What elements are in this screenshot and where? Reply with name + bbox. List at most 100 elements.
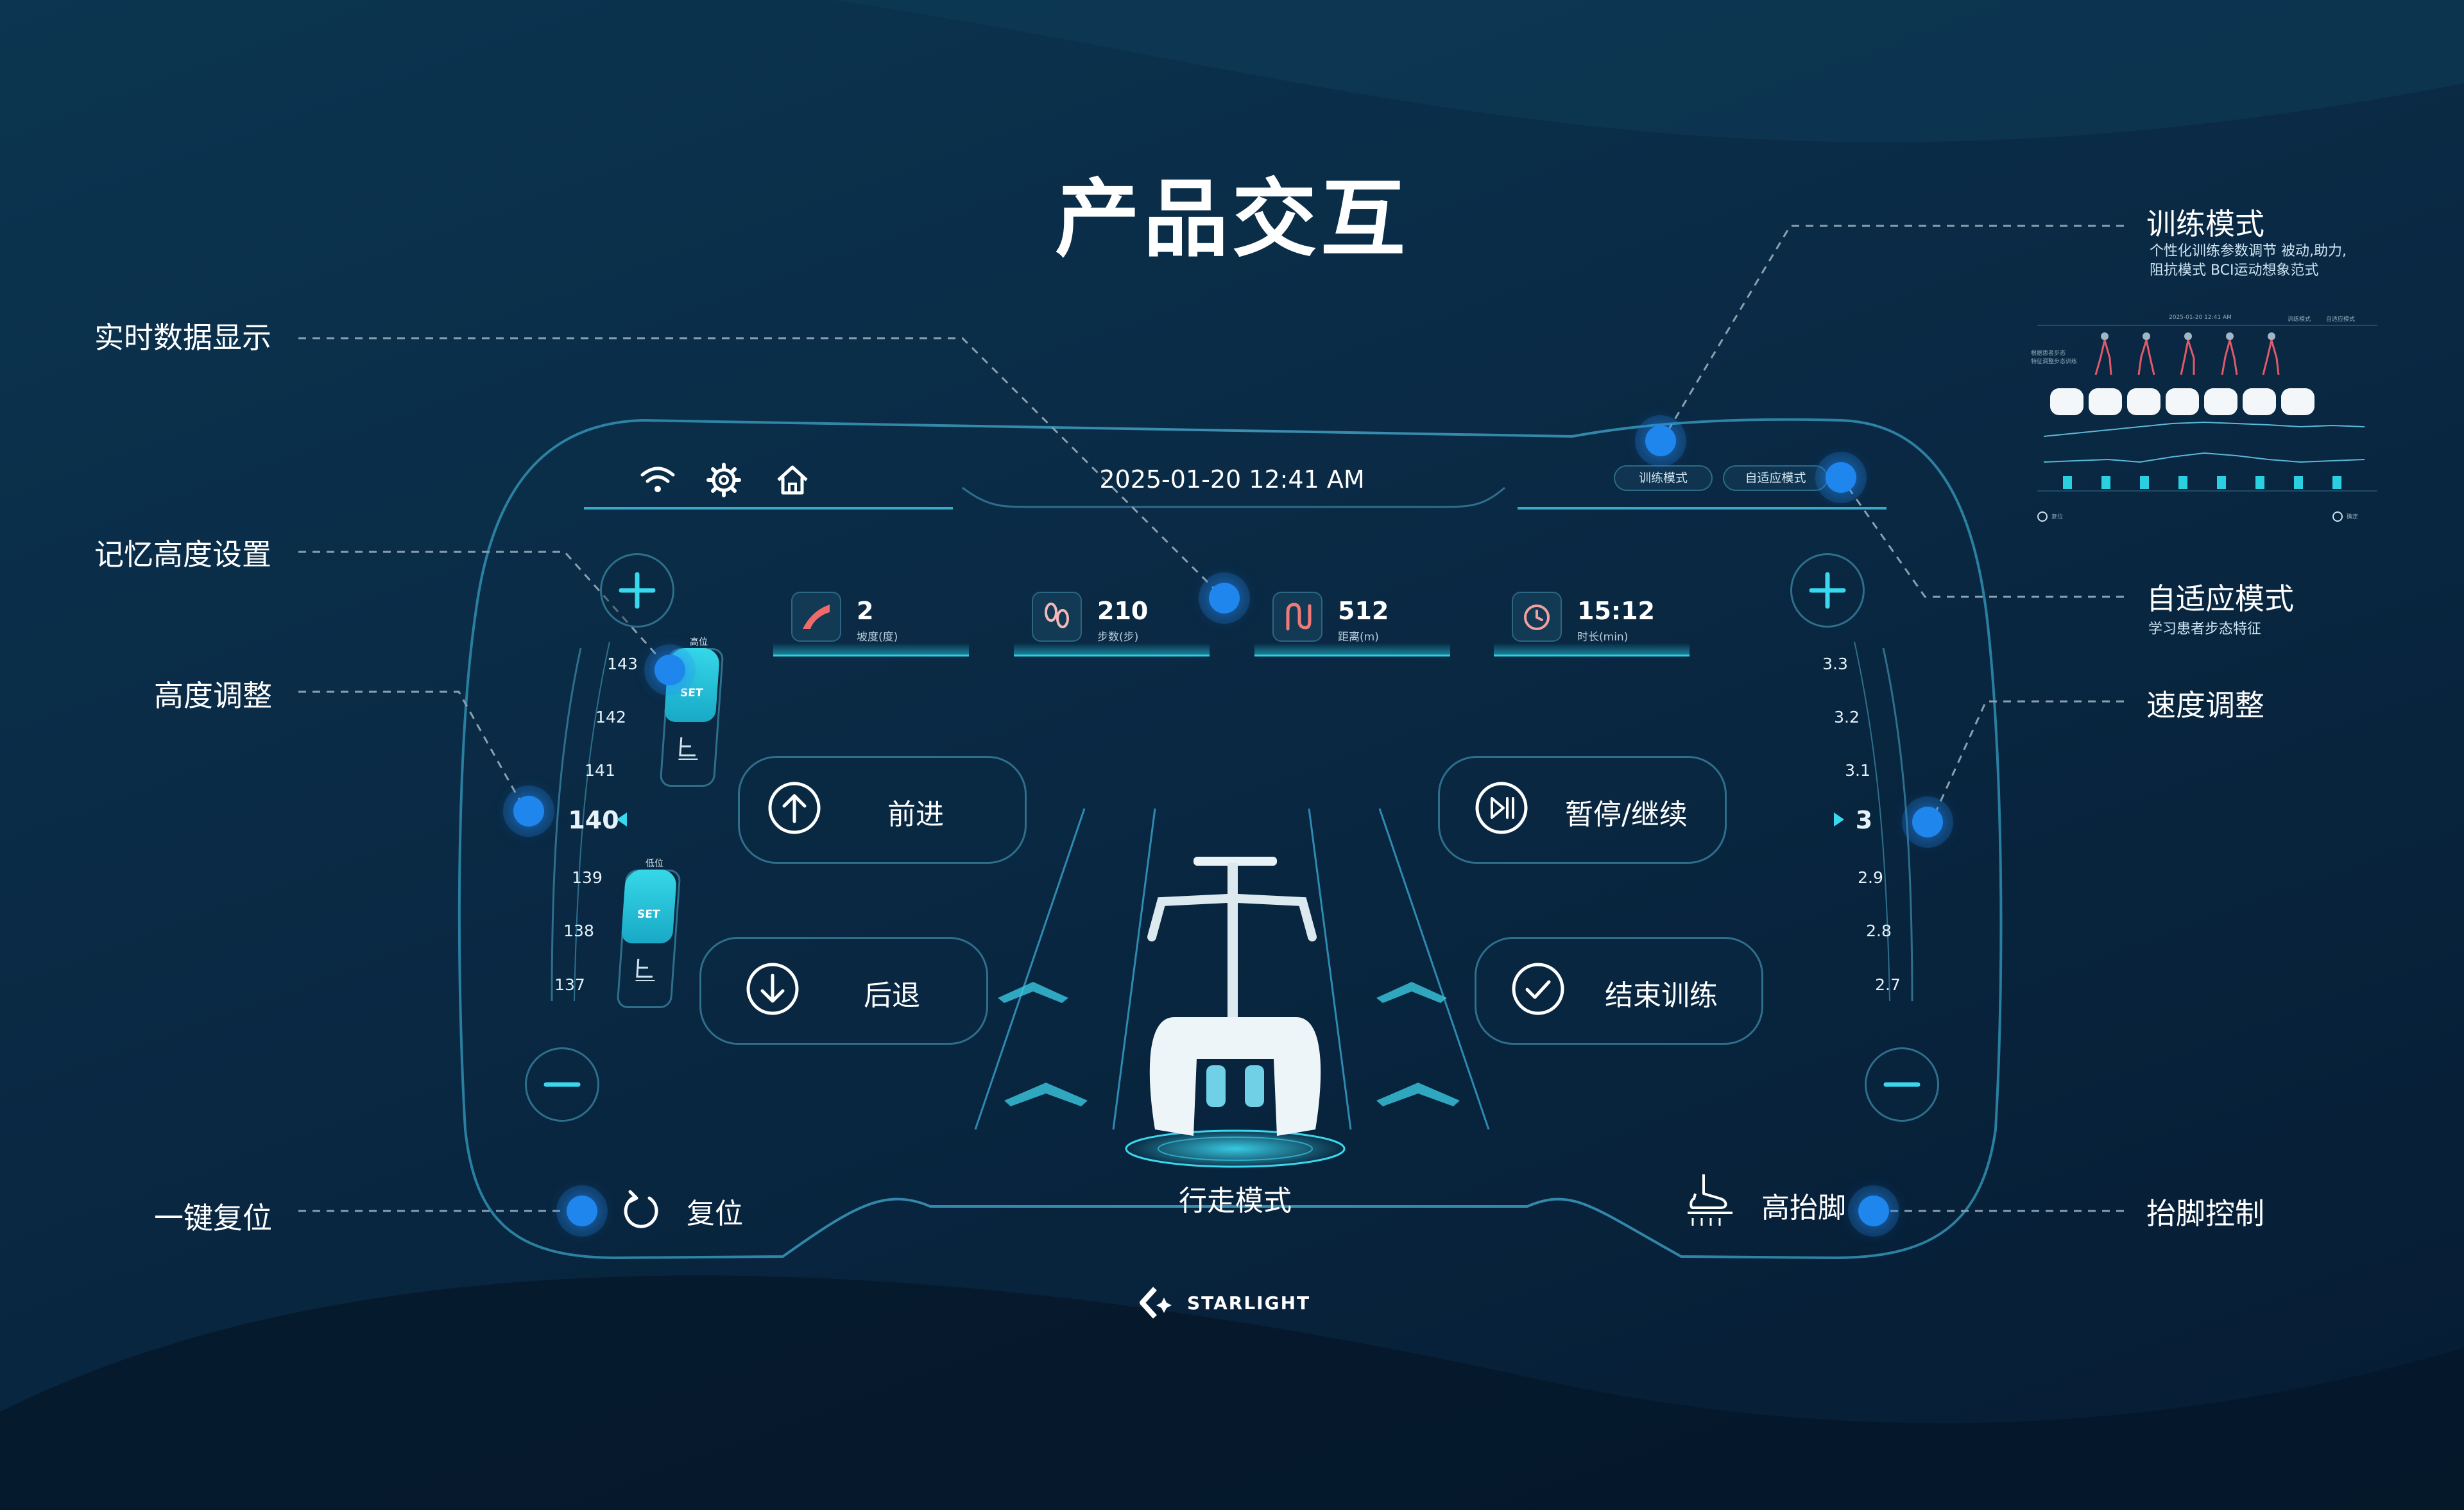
stat-duration: 15:12 时长(min) [1494, 571, 1690, 656]
brand-logo: STARLIGHT [1136, 1283, 1328, 1322]
low-position-label: 低位 [646, 859, 663, 869]
wifi-icon[interactable] [632, 454, 683, 506]
height-increase-button[interactable] [600, 553, 674, 628]
walk-mode-label: 行走模式 [1179, 1185, 1292, 1217]
hotspot-speed-adjust[interactable] [1912, 807, 1943, 837]
gear-icon[interactable] [698, 454, 749, 506]
set-low-button[interactable]: SET [620, 870, 678, 943]
hotspot-adaptive-mode[interactable] [1826, 462, 1856, 493]
hotspot-memory-height[interactable] [654, 655, 685, 685]
arrow-down-circle-icon [746, 963, 799, 1015]
tab-adaptive-mode[interactable]: 自适应模式 [1723, 465, 1828, 491]
stat-slope: 2 坡度(度) [773, 571, 969, 656]
speed-scale-value: 3.1 [1845, 761, 1870, 780]
training-mode-thumbnail: 2025-01-20 12:41 AM 训练模式 自适应模式 根据患者步态 特征… [2024, 308, 2390, 533]
high-position-card[interactable]: SET [659, 648, 724, 787]
height-scale-value: 137 [554, 975, 585, 994]
tab-training-mode[interactable]: 训练模式 [1614, 465, 1713, 491]
speed-increase-button[interactable] [1790, 553, 1865, 628]
height-scale-value: 141 [585, 761, 615, 780]
hotspot-training-mode[interactable] [1645, 425, 1676, 456]
height-decrease-button[interactable] [525, 1047, 599, 1122]
speed-scale-value: 3.3 [1822, 655, 1848, 673]
thumbnail-confirm: 确定 [2347, 514, 2359, 520]
datetime: 2025-01-20 12:41 AM [1099, 465, 1365, 493]
high-foot-lift-button[interactable]: 高抬脚 [1681, 1168, 1861, 1232]
reset-label: 复位 [687, 1197, 743, 1230]
pause-resume-label: 暂停/继续 [1565, 798, 1688, 831]
hotspot-realtime-data[interactable] [1209, 583, 1240, 613]
annotation-speed-adjust: 速度调整 [2146, 688, 2264, 723]
footsteps-icon [1032, 592, 1082, 642]
starlight-logo-icon [1140, 1287, 1172, 1319]
home-icon[interactable] [767, 454, 818, 506]
height-scale-current: 140 [568, 806, 619, 834]
stat-steps-value: 210 [1097, 597, 1149, 625]
high-foot-lift-label: 高抬脚 [1761, 1192, 1846, 1224]
plus-icon [619, 572, 656, 609]
annotation-training-mode: 训练模式 [2146, 207, 2264, 241]
height-pointer-icon [617, 812, 627, 827]
pause-resume-button[interactable]: 暂停/继续 [1438, 756, 1727, 864]
brand-name: STARLIGHT [1187, 1292, 1311, 1314]
stat-distance: 512 距离(m) [1254, 571, 1450, 656]
annotation-realtime-data: 实时数据显示 [94, 320, 271, 355]
foot-lift-icon [1688, 1174, 1733, 1226]
speed-scale-value: 2.7 [1875, 975, 1901, 994]
thumbnail-left-text-1: 根据患者步态 [2031, 350, 2066, 357]
speed-decrease-button[interactable] [1865, 1047, 1939, 1122]
backward-label: 后退 [864, 979, 920, 1012]
thumbnail-reset: 复位 [2051, 514, 2064, 520]
annotation-adaptive-mode: 自适应模式 [2146, 581, 2294, 616]
thumbnail-left-text-2: 特征调整步态训练 [2031, 359, 2078, 365]
height-scale-value: 143 [607, 655, 638, 673]
minus-icon [543, 1082, 581, 1087]
stat-distance-bar [1254, 643, 1450, 656]
low-position-card[interactable]: SET [616, 870, 681, 1008]
annotation-adaptive-mode-desc: 学习患者步态特征 [2148, 621, 2262, 637]
play-pause-icon [1475, 782, 1528, 834]
chair-icon [635, 959, 655, 981]
hotspot-foot-lift-control[interactable] [1858, 1196, 1889, 1226]
speed-scale-value: 3.2 [1834, 708, 1860, 726]
annotation-height-adjust: 高度调整 [154, 678, 272, 713]
backward-button[interactable]: 后退 [699, 937, 988, 1045]
stat-duration-unit: 时长(min) [1577, 631, 1629, 644]
arrow-up-circle-icon [768, 782, 821, 834]
height-scale-value: 138 [563, 922, 594, 940]
annotation-training-mode-desc-1: 个性化训练参数调节 被动,助力, [2150, 243, 2347, 259]
stat-slope-bar [773, 643, 969, 656]
stat-distance-value: 512 [1338, 597, 1389, 625]
stat-duration-bar [1494, 643, 1690, 656]
reset-button[interactable]: 复位 [616, 1184, 744, 1235]
page-title: 产品交互 [1055, 170, 1409, 269]
high-position-label: 高位 [690, 637, 708, 648]
set-low-label: SET [637, 908, 661, 921]
slope-icon [791, 592, 841, 642]
distance-icon [1272, 592, 1322, 642]
speed-scale-value: 2.8 [1866, 922, 1892, 940]
height-scale-value: 139 [572, 868, 603, 887]
annotation-foot-lift-control: 抬脚控制 [2146, 1196, 2264, 1231]
hotspot-one-key-reset[interactable] [567, 1196, 597, 1226]
stat-slope-unit: 坡度(度) [857, 631, 898, 644]
end-training-button[interactable]: 结束训练 [1475, 937, 1763, 1045]
thumbnail-datetime: 2025-01-20 12:41 AM [2169, 314, 2232, 321]
annotation-one-key-reset: 一键复位 [154, 1201, 272, 1235]
hotspot-height-adjust[interactable] [513, 796, 544, 827]
stat-steps: 210 步数(步) [1014, 571, 1210, 656]
plus-icon [1809, 572, 1846, 609]
stat-distance-unit: 距离(m) [1338, 631, 1379, 644]
thumbnail-tab-adaptive: 自适应模式 [2326, 316, 2356, 323]
set-high-label: SET [680, 687, 704, 699]
annotation-training-mode-desc-2: 阻抗模式 BCI运动想象范式 [2150, 262, 2319, 279]
speed-pointer-icon [1834, 812, 1844, 827]
stat-slope-value: 2 [857, 597, 874, 625]
thumbnail-tab-training: 训练模式 [2288, 316, 2311, 323]
forward-button[interactable]: 前进 [738, 756, 1027, 864]
annotation-memory-height: 记忆高度设置 [94, 537, 271, 572]
height-scale-value: 142 [595, 708, 626, 726]
forward-label: 前进 [887, 798, 944, 831]
